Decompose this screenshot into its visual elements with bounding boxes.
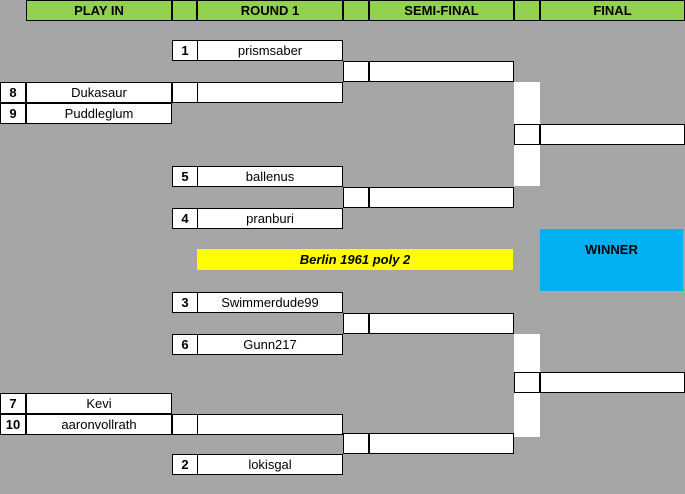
tournament-title: Berlin 1961 poly 2 — [197, 249, 513, 270]
semi-slot-empty[interactable] — [369, 61, 514, 82]
player-cell[interactable]: Swimmerdude99 — [197, 292, 343, 313]
seed-cell: 1 — [172, 40, 198, 61]
seed-cell: 10 — [0, 414, 26, 435]
seed-cell: 5 — [172, 166, 198, 187]
header-spacer — [343, 0, 369, 21]
seed-cell-empty — [514, 372, 540, 393]
round1-slot-empty[interactable] — [197, 414, 343, 435]
seed-cell-empty — [172, 414, 198, 435]
seed-cell-empty — [343, 313, 369, 334]
header-round1: ROUND 1 — [197, 0, 343, 21]
player-cell[interactable]: Dukasaur — [26, 82, 172, 103]
player-cell[interactable]: prismsaber — [197, 40, 343, 61]
final-slot-empty[interactable] — [540, 372, 685, 393]
header-semi-final: SEMI-FINAL — [369, 0, 514, 21]
seed-cell: 9 — [0, 103, 26, 124]
final-slot-empty[interactable] — [540, 124, 685, 145]
player-cell[interactable]: pranburi — [197, 208, 343, 229]
winner-box: WINNER — [540, 229, 683, 291]
header-final: FINAL — [540, 0, 685, 21]
seed-cell-empty — [343, 61, 369, 82]
seed-cell-empty — [172, 82, 198, 103]
semi-slot-empty[interactable] — [369, 187, 514, 208]
player-cell[interactable]: Puddleglum — [26, 103, 172, 124]
header-spacer — [514, 0, 540, 21]
player-cell[interactable]: Gunn217 — [197, 334, 343, 355]
seed-cell: 7 — [0, 393, 26, 414]
player-cell[interactable]: ballenus — [197, 166, 343, 187]
player-cell[interactable]: aaronvollrath — [26, 414, 172, 435]
seed-cell: 8 — [0, 82, 26, 103]
seed-cell: 6 — [172, 334, 198, 355]
seed-cell: 2 — [172, 454, 198, 475]
header-spacer — [172, 0, 197, 21]
semi-slot-empty[interactable] — [369, 433, 514, 454]
seed-cell: 4 — [172, 208, 198, 229]
seed-cell-empty — [514, 124, 540, 145]
header-play-in: PLAY IN — [26, 0, 172, 21]
seed-cell-empty — [343, 433, 369, 454]
round1-slot-empty[interactable] — [197, 82, 343, 103]
seed-cell: 3 — [172, 292, 198, 313]
player-cell[interactable]: lokisgal — [197, 454, 343, 475]
player-cell[interactable]: Kevi — [26, 393, 172, 414]
semi-slot-empty[interactable] — [369, 313, 514, 334]
seed-cell-empty — [343, 187, 369, 208]
